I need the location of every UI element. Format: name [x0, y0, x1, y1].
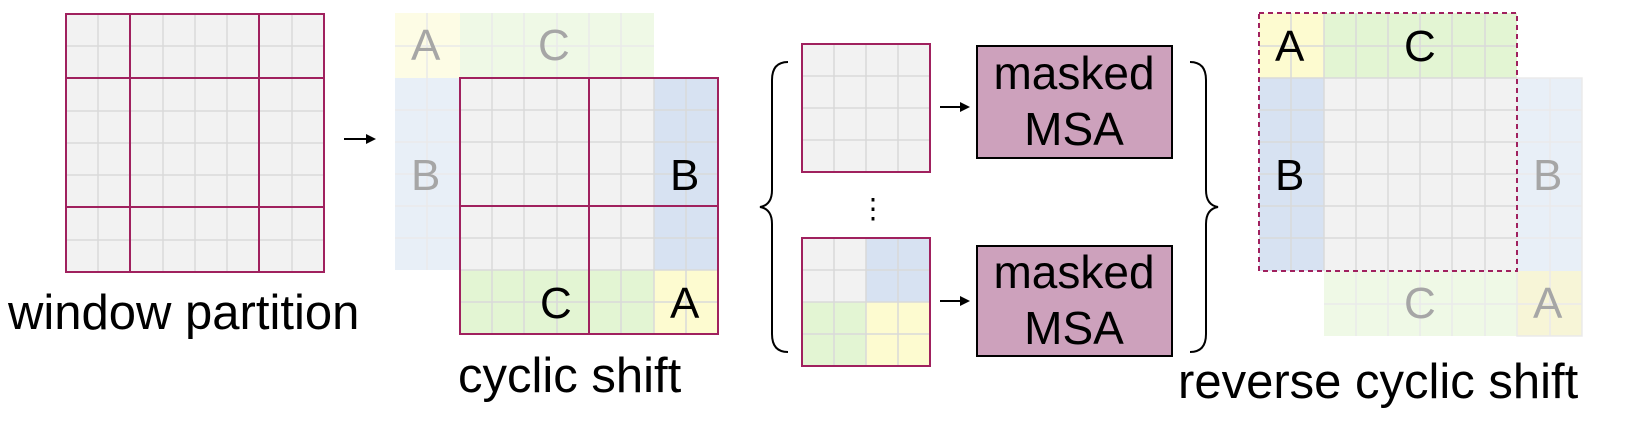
msa-box-bottom-line1: masked	[993, 246, 1154, 298]
msa-box-top-line2: MSA	[1024, 103, 1124, 155]
arrow-to-msa-top	[940, 102, 970, 112]
arrow-to-msa-bottom	[940, 296, 970, 306]
arrow-to-cyclic-shift	[344, 134, 376, 144]
restored-label-c: C	[1404, 22, 1436, 71]
faded-label-c: C	[538, 21, 570, 70]
restored-label-a: A	[1275, 22, 1305, 71]
reverse-faded-label-a: A	[1533, 279, 1563, 328]
wrapped-out-strips	[395, 13, 654, 270]
msa-box-top: masked MSA	[976, 45, 1173, 159]
top-window	[801, 43, 931, 173]
shifted-label-b: B	[670, 151, 699, 200]
cyclic-shift-panel: A C B B C A cyclic shift	[395, 13, 719, 403]
reverse-cyclic-shift-caption: reverse cyclic shift	[1178, 355, 1579, 409]
faded-label-b: B	[411, 151, 440, 200]
faded-label-a: A	[411, 21, 441, 70]
bottom-window	[801, 237, 931, 367]
msa-box-top-line1: masked	[993, 47, 1154, 99]
msa-box-bottom: masked MSA	[976, 245, 1173, 357]
msa-box-bottom-line2: MSA	[1024, 302, 1124, 354]
restored-label-b: B	[1275, 151, 1304, 200]
restored-cell-grid	[1259, 13, 1517, 271]
left-brace	[759, 61, 789, 353]
right-brace	[1189, 61, 1219, 353]
reverse-faded-label-c: C	[1404, 279, 1436, 328]
restored-dashed-border	[1258, 12, 1518, 272]
partition-window-borders	[65, 13, 325, 273]
shifted-window-borders	[459, 77, 719, 335]
shifted-label-a: A	[670, 279, 700, 328]
cyclic-shift-caption: cyclic shift	[458, 349, 682, 403]
reverse-cyclic-shift-panel: B C A A C B reverse cyclic shift	[1178, 12, 1583, 409]
window-partition-panel: window partition	[7, 13, 359, 340]
reverse-faded-label-b: B	[1533, 151, 1562, 200]
ellipsis-vertical: ⋮	[859, 193, 887, 224]
masked-msa-panel: ⋮ masked MSA	[759, 43, 1219, 367]
shifted-label-c: C	[540, 279, 572, 328]
window-partition-caption: window partition	[7, 286, 359, 340]
